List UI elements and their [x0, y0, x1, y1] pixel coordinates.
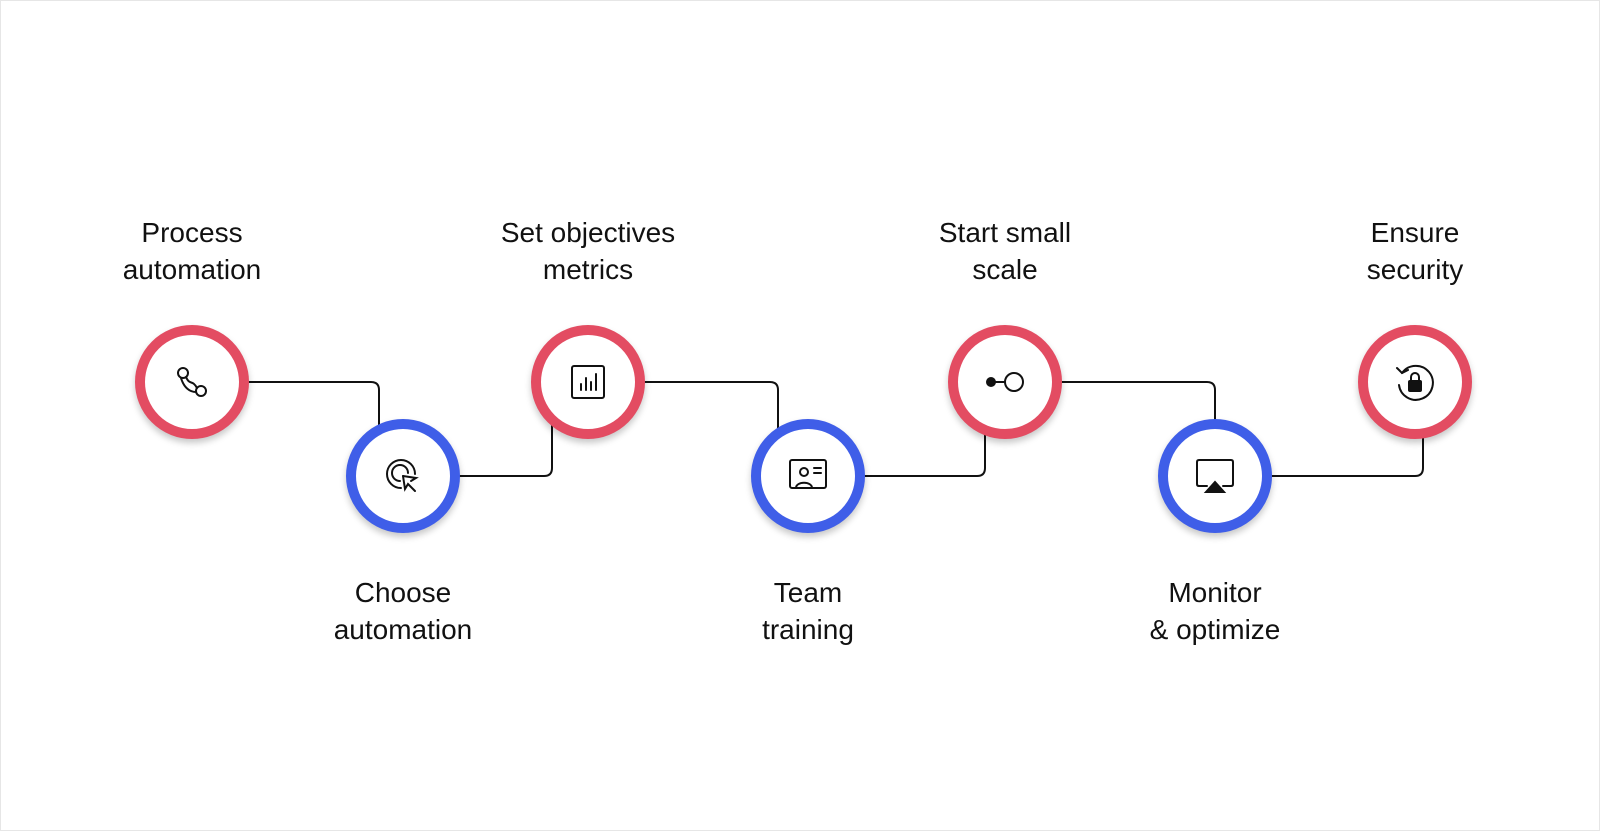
step-label-line1: Start small — [938, 217, 1072, 248]
step-label: Monitor & optimize — [1055, 574, 1375, 648]
step-label-line2: training — [762, 614, 854, 645]
step-label: Ensure security — [1255, 214, 1575, 288]
connector-6-7 — [1215, 382, 1424, 477]
step-label: Choose automation — [243, 574, 563, 648]
step-label-line1: Process — [141, 217, 243, 248]
step-label-line1: Choose — [354, 577, 452, 608]
connector-2-3 — [403, 382, 553, 477]
lock-refresh-icon — [1396, 364, 1434, 401]
step-label-line1: Monitor — [1168, 577, 1262, 608]
step-label-line2: scale — [972, 254, 1038, 285]
step-label-line2: metrics — [542, 254, 634, 285]
workflow-icon — [177, 367, 207, 397]
step-node — [531, 325, 645, 439]
bar-chart-icon — [571, 365, 605, 399]
step-label-line2: security — [1366, 254, 1464, 285]
step-label: Start small scale — [845, 214, 1165, 288]
step-label: Team training — [648, 574, 968, 648]
step-label-line2: automation — [122, 254, 262, 285]
step-label-line2: automation — [333, 614, 473, 645]
connector-1-2 — [192, 381, 380, 476]
step-label-line1: Set objectives — [500, 217, 676, 248]
step-node — [346, 419, 460, 533]
step-node — [135, 325, 249, 439]
step-label-line2: & optimize — [1149, 614, 1281, 645]
connector-4-5 — [808, 382, 986, 477]
connector-5-6 — [1005, 381, 1216, 476]
step-node — [948, 325, 1062, 439]
screen-cast-icon — [1196, 459, 1234, 493]
toggle-progress-icon — [986, 372, 1024, 392]
step-label-line1: Team — [773, 577, 843, 608]
connector-3-4 — [588, 381, 779, 476]
presentation-icon — [789, 459, 827, 489]
step-node — [1158, 419, 1272, 533]
step-node — [1358, 325, 1472, 439]
step-label: Set objectives metrics — [428, 214, 748, 288]
step-label-line1: Ensure — [1370, 217, 1460, 248]
step-label: Process automation — [32, 214, 352, 288]
cursor-click-icon — [386, 459, 419, 492]
step-node — [751, 419, 865, 533]
